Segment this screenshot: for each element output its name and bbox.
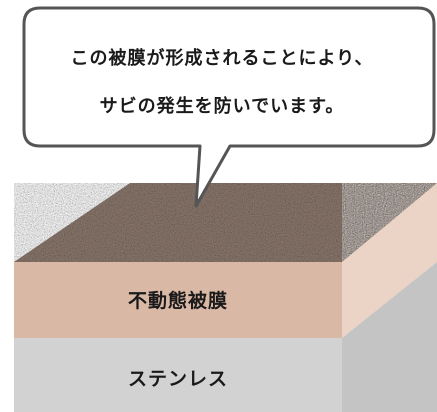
- block-top-surface: [14, 183, 437, 262]
- passive-film-side: [342, 183, 437, 338]
- stainless-front: [14, 338, 342, 412]
- callout-bubble: [22, 6, 436, 208]
- stainless-side: [342, 262, 437, 412]
- passive-film-front: [14, 262, 342, 338]
- callout-text-line-1: この被膜が形成されることにより、: [70, 48, 374, 69]
- passive-film-label: 不動態被膜: [127, 290, 228, 312]
- callout-text-line-2: サビの発生を防いでいます。: [99, 96, 345, 117]
- stainless-label: ステンレス: [127, 368, 228, 390]
